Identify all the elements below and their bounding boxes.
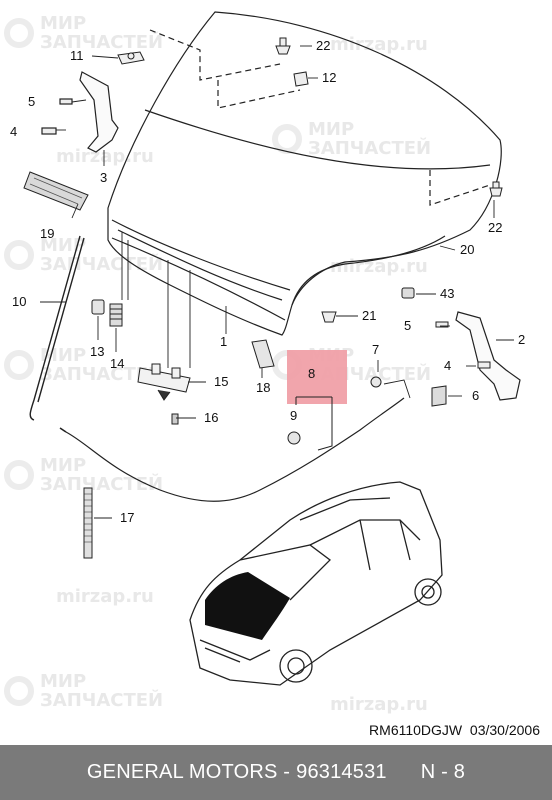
car-hood-black [205, 572, 290, 640]
callout-6: 6 [472, 388, 479, 403]
hood-parts-diagram: 11 5 4 3 22 12 22 20 19 10 13 14 1 15 16… [10, 11, 525, 686]
footer-bar: GENERAL MOTORS - 96314531 N - 8 [0, 745, 552, 800]
callout-5-right: 5 [404, 318, 411, 333]
release-cable [65, 397, 405, 502]
callout-19: 19 [40, 226, 54, 241]
callout-11: 11 [70, 48, 84, 63]
bumper-22-top [275, 37, 291, 55]
clip-9 [287, 431, 301, 445]
pad-18 [251, 339, 275, 369]
clip-43 [401, 287, 415, 299]
bolt-4-left [41, 127, 57, 135]
grommet-7 [370, 376, 382, 388]
footer-part-number: 96314531 [296, 761, 387, 783]
callout-18: 18 [256, 380, 270, 395]
bolt-16 [171, 413, 179, 425]
callout-14: 14 [110, 356, 124, 371]
bolt-5-left [59, 98, 73, 105]
bolt-4-right [477, 361, 491, 369]
footer-page: N - 8 [420, 761, 466, 783]
hinge-right [455, 311, 521, 401]
callout-13: 13 [90, 344, 104, 359]
callout-16: 16 [204, 410, 218, 425]
callout-10: 10 [12, 294, 26, 309]
spring-14 [109, 303, 123, 327]
release-handle-6 [431, 385, 447, 407]
callout-22-top: 22 [316, 38, 330, 53]
reference-code: RM6110DGJW [369, 722, 463, 738]
hood-panel [107, 11, 502, 336]
plug-21 [321, 311, 337, 323]
callout-2: 2 [518, 332, 525, 347]
callout-1: 1 [220, 334, 227, 349]
reference-code-date: RM6110DGJW 03/30/2006 [369, 722, 540, 738]
callout-15: 15 [214, 374, 228, 389]
callout-4-right: 4 [444, 358, 451, 373]
callout-8: 8 [308, 366, 315, 381]
callout-22-right: 22 [488, 220, 502, 235]
reference-date: 03/30/2006 [469, 722, 540, 738]
bumper-13 [91, 299, 105, 315]
callout-5-left: 5 [28, 94, 35, 109]
cable-tie-17 [83, 487, 93, 559]
hood-prop-rod [29, 235, 85, 421]
callout-17: 17 [120, 510, 134, 525]
clip-12 [293, 71, 309, 87]
highlight-box-part-8 [287, 350, 347, 404]
callout-12: 12 [322, 70, 336, 85]
callout-7: 7 [372, 342, 379, 357]
callout-9: 9 [290, 408, 297, 423]
callout-43: 43 [440, 286, 454, 301]
latch-15 [137, 363, 191, 401]
bolt-5-right [435, 321, 449, 328]
fender-piece [291, 235, 446, 306]
callout-20: 20 [460, 242, 474, 257]
hinge-left [79, 71, 119, 153]
footer-maker: GENERAL MOTORS - [86, 761, 291, 783]
car-illustration [189, 481, 443, 686]
clip-11 [117, 51, 145, 65]
callout-21: 21 [362, 308, 376, 323]
bumper-22-right [489, 181, 503, 197]
callout-4-left: 4 [10, 124, 17, 139]
seal-strip [23, 171, 89, 211]
callout-3: 3 [100, 170, 107, 185]
